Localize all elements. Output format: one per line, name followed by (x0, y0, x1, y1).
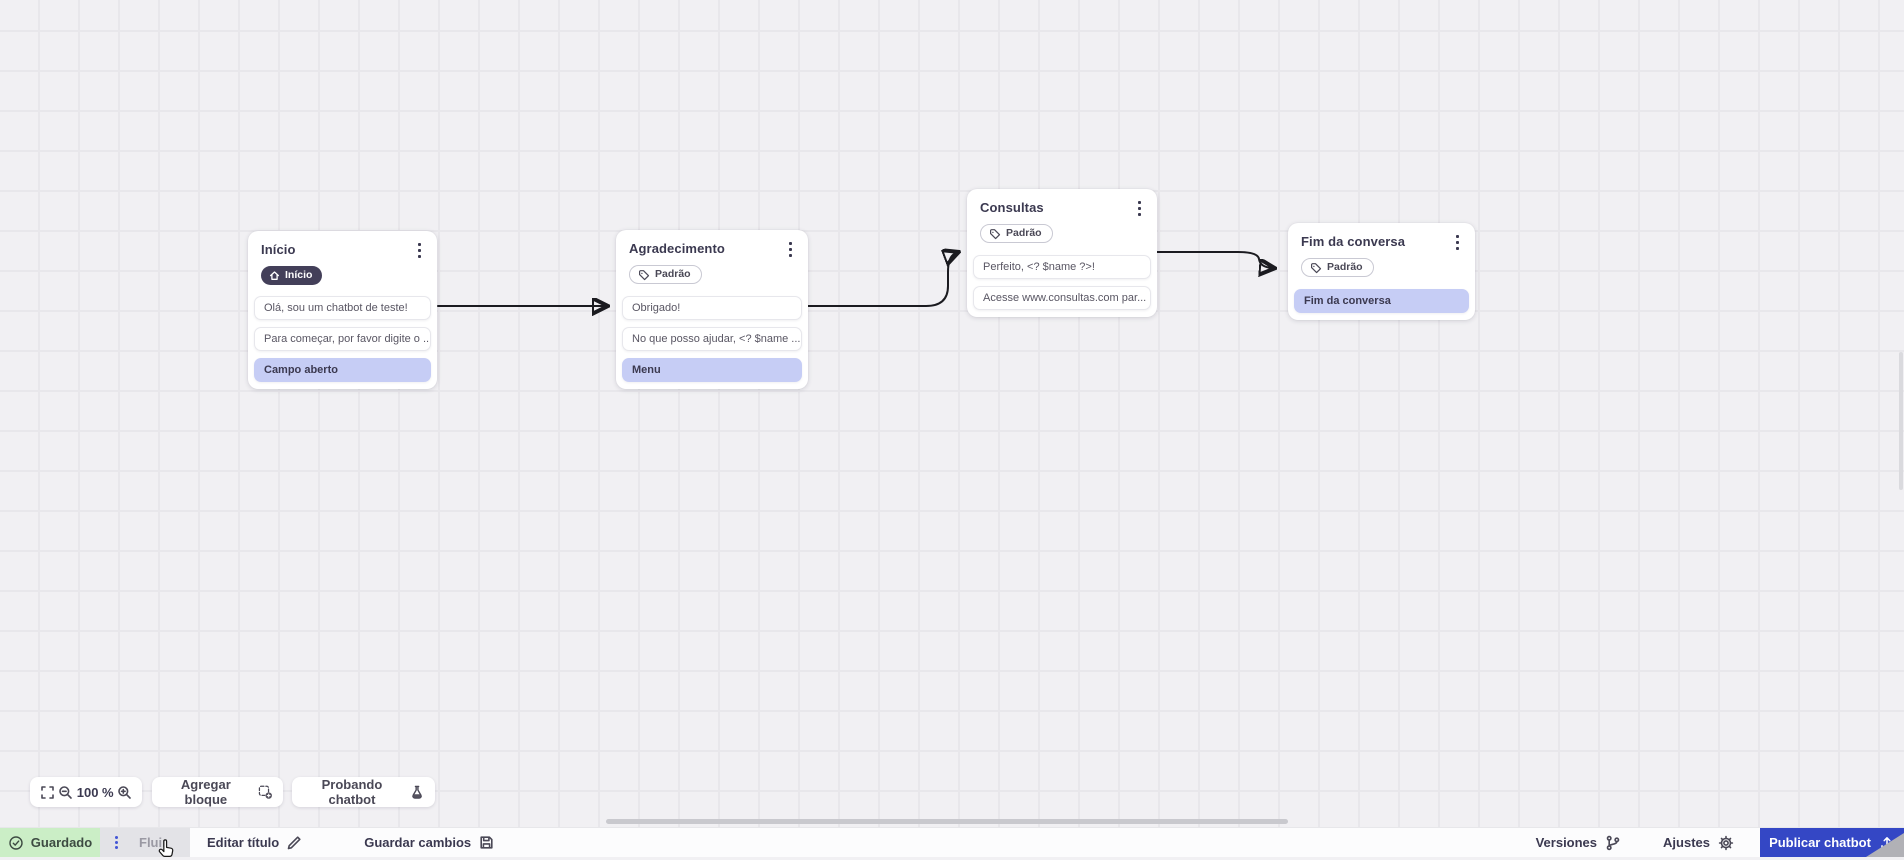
tag-icon (639, 269, 650, 280)
tag-icon (1311, 262, 1322, 273)
node-title: Consultas (980, 200, 1044, 215)
check-circle-icon (9, 835, 23, 850)
input-block[interactable]: Campo aberto (254, 358, 431, 382)
flow-node-inicio[interactable]: Início Início Olá, sou um chatbot de tes… (248, 231, 437, 389)
versions-label: Versiones (1535, 835, 1598, 850)
kebab-menu-icon[interactable] (415, 242, 424, 259)
menu-block[interactable]: Menu (622, 357, 802, 382)
node-badge-label: Padrão (1006, 227, 1042, 239)
status-bar: Guardado Fluir Editar título Guardar cam… (0, 827, 1904, 857)
zoom-out-icon[interactable] (58, 785, 73, 800)
window-resize-corner (1866, 833, 1904, 857)
publish-chatbot-label: Publicar chatbot (1769, 835, 1871, 850)
flow-node-agradecimento[interactable]: Agradecimento Padrão Obrigado! No que po… (616, 230, 808, 389)
edit-title-label: Editar título (207, 835, 280, 850)
home-icon (269, 271, 280, 280)
branch-icon (1606, 835, 1620, 850)
node-badge-default: Padrão (1301, 258, 1374, 277)
tag-icon (990, 228, 1001, 239)
flow-node-consultas[interactable]: Consultas Padrão Perfeito, <? $name ?>! … (967, 189, 1157, 317)
add-block-label: Agregar bloque (180, 777, 231, 807)
message-block[interactable]: Olá, sou um chatbot de teste! (254, 296, 431, 320)
node-title: Agradecimento (629, 241, 725, 256)
node-badge-default: Padrão (629, 265, 702, 284)
gear-icon (1718, 835, 1734, 850)
settings-button[interactable]: Ajustes (1663, 828, 1734, 857)
flask-icon (412, 785, 422, 799)
node-badge-start: Início (261, 266, 323, 285)
kebab-menu-icon[interactable] (1453, 234, 1462, 251)
node-badge-default: Padrão (980, 224, 1053, 243)
kebab-menu-icon[interactable] (786, 241, 795, 258)
save-changes-button[interactable]: Guardar cambios (364, 828, 494, 857)
test-chatbot-button[interactable]: Probando chatbot (292, 777, 435, 807)
save-icon (480, 836, 493, 849)
node-badge-label: Início (285, 269, 313, 281)
zoom-toolbar: 100 % (30, 777, 142, 807)
edit-title-button[interactable]: Editar título (207, 828, 302, 857)
message-block[interactable]: Perfeito, <? $name ?>! (973, 254, 1151, 279)
settings-label: Ajustes (1663, 835, 1710, 850)
message-block[interactable]: Acesse www.consultas.com par... (973, 285, 1151, 310)
flow-node-fim[interactable]: Fim da conversa Padrão Fim da conversa (1288, 223, 1475, 320)
node-badge-label: Padrão (655, 268, 691, 280)
node-title: Início (261, 242, 296, 257)
test-chatbot-label: Probando chatbot (321, 777, 383, 807)
flow-tab-label: Fluir (139, 835, 168, 850)
horizontal-scrollbar[interactable] (606, 819, 1288, 824)
zoom-level: 100 % (76, 784, 114, 800)
vertical-scrollbar[interactable] (1899, 352, 1903, 490)
versions-button[interactable]: Versiones (1536, 828, 1621, 857)
kebab-menu-icon[interactable] (1135, 200, 1144, 217)
add-block-icon (258, 785, 272, 799)
node-badge-label: Padrão (1327, 261, 1363, 273)
message-block[interactable]: No que posso ajudar, <? $name ... (622, 326, 802, 351)
fullscreen-icon[interactable] (40, 785, 55, 800)
message-block[interactable]: Para começar, por favor digite o ... (254, 327, 431, 351)
saved-status-label: Guardado (30, 835, 93, 850)
node-title: Fim da conversa (1301, 234, 1406, 249)
zoom-in-icon[interactable] (117, 785, 132, 800)
message-block[interactable]: Obrigado! (622, 295, 802, 320)
tab-flow[interactable]: Fluir (100, 828, 190, 857)
pencil-icon (287, 836, 301, 850)
add-block-button[interactable]: Agregar bloque (152, 777, 283, 807)
saved-status-badge: Guardado (0, 828, 100, 857)
save-changes-label: Guardar cambios (364, 835, 472, 850)
drag-dots-icon[interactable] (113, 834, 120, 851)
end-block[interactable]: Fim da conversa (1294, 288, 1469, 313)
